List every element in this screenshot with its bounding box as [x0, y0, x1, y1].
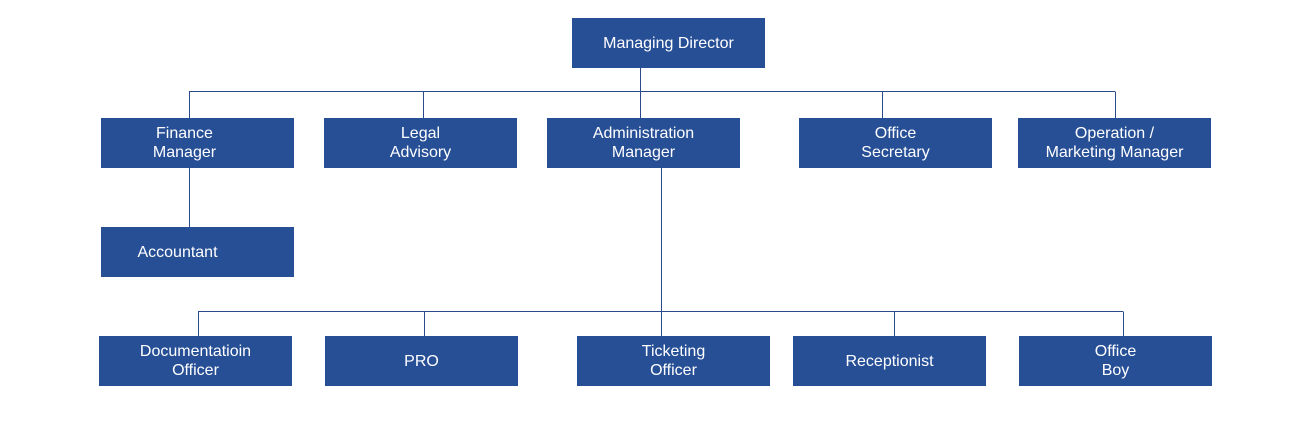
accountant-box: Accountant	[101, 227, 294, 277]
accountant-label: Accountant	[137, 243, 218, 261]
managing-director-label: Managing Director	[603, 34, 734, 52]
managing-director-box: Managing Director	[572, 18, 765, 68]
office-boy-box: Office Boy	[1019, 336, 1212, 386]
finance-manager-label: Finance Manager	[152, 125, 217, 161]
office-boy-label: Office Boy	[1094, 343, 1137, 379]
receptionist-label: Receptionist	[845, 352, 934, 370]
administration-manager-box: Administration Manager	[547, 118, 740, 168]
documentation-officer-box: Documentatioin Officer	[99, 336, 292, 386]
office-secretary-label: Office Secretary	[861, 125, 930, 161]
documentation-officer-label: Documentatioin Officer	[139, 343, 252, 379]
ticketing-officer-label: Ticketing Officer	[641, 343, 706, 379]
legal-advisory-box: Legal Advisory	[324, 118, 517, 168]
administration-manager-label: Administration Manager	[592, 125, 695, 161]
legal-advisory-label: Legal Advisory	[389, 125, 452, 161]
ticketing-officer-box: Ticketing Officer	[577, 336, 770, 386]
office-secretary-box: Office Secretary	[799, 118, 992, 168]
pro-box: PRO	[325, 336, 518, 386]
receptionist-box: Receptionist	[793, 336, 986, 386]
pro-label: PRO	[404, 352, 439, 370]
finance-manager-box: Finance Manager	[101, 118, 294, 168]
operation-marketing-manager-label: Operation / Marketing Manager	[1045, 125, 1184, 161]
operation-marketing-manager-box: Operation / Marketing Manager	[1018, 118, 1211, 168]
